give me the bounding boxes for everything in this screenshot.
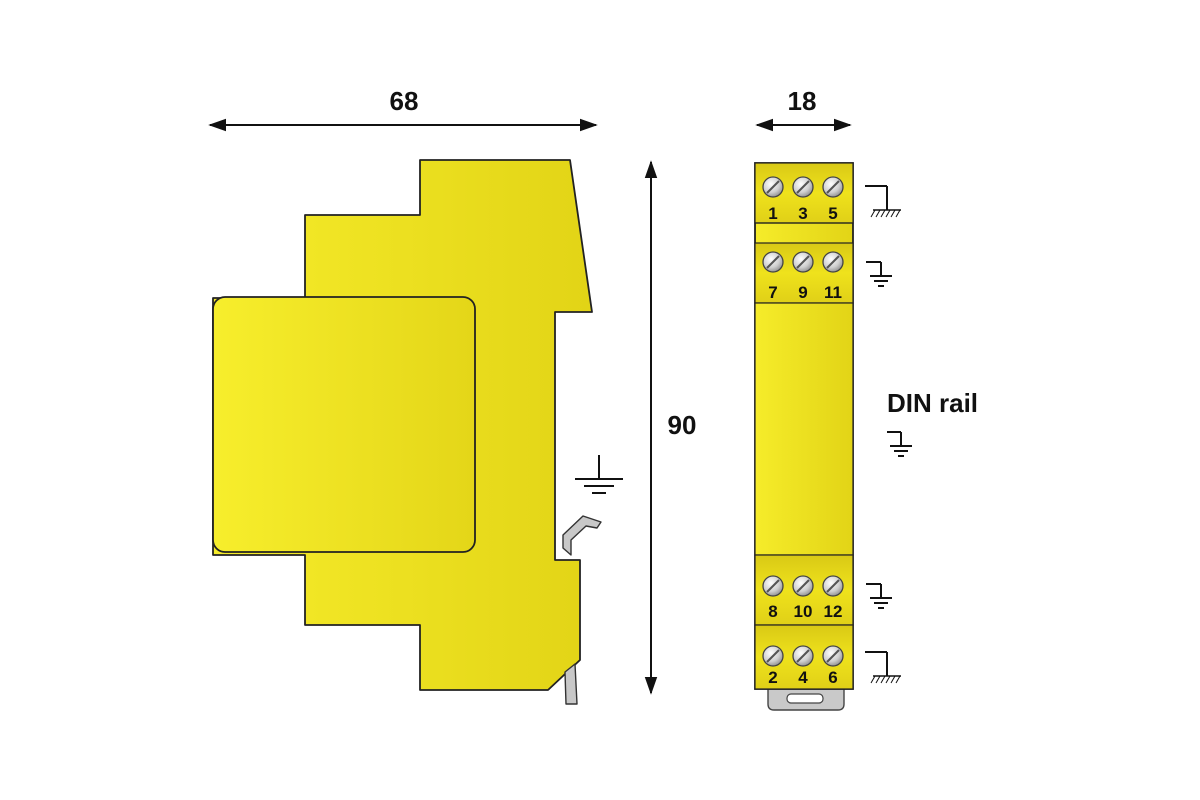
side-view	[212, 159, 624, 705]
dimension-68-label: 68	[390, 86, 419, 116]
dimension-90: 90	[644, 160, 697, 695]
side-front-cover	[212, 296, 476, 553]
ground-icon	[574, 454, 624, 494]
screw-terminal-icon	[792, 176, 814, 198]
terminal-label-3: 3	[798, 204, 807, 223]
screw-terminal-icon	[762, 575, 784, 597]
ground-icon	[869, 261, 893, 287]
dimension-68: 68	[208, 86, 598, 132]
terminal-label-2: 2	[768, 668, 777, 687]
dimension-18-label: 18	[788, 86, 817, 116]
din-rail-clip	[562, 515, 602, 556]
screw-terminals: 1 3 5 7 9 11 8 10 12 2 4 6	[762, 176, 844, 687]
terminal-label-9: 9	[798, 283, 807, 302]
din-rail-latch	[564, 663, 578, 705]
chassis-ground-icon	[864, 651, 902, 684]
terminal-label-10: 10	[794, 602, 813, 621]
din-rail-label: DIN rail	[887, 388, 978, 418]
screw-terminal-icon	[762, 251, 784, 273]
screw-terminal-icon	[822, 575, 844, 597]
screw-terminal-icon	[762, 645, 784, 667]
terminal-label-4: 4	[798, 668, 808, 687]
front-view: 1 3 5 7 9 11 8 10 12 2 4 6	[754, 162, 854, 711]
screw-terminal-icon	[792, 251, 814, 273]
screw-terminal-icon	[762, 176, 784, 198]
terminal-label-11: 11	[824, 283, 842, 302]
terminal-label-6: 6	[828, 668, 837, 687]
din-rail-slot	[786, 693, 824, 704]
screw-terminal-icon	[792, 575, 814, 597]
terminal-label-5: 5	[828, 204, 837, 223]
chassis-ground-icon	[864, 185, 902, 218]
screw-terminal-icon	[822, 251, 844, 273]
dimension-18: 18	[755, 86, 852, 132]
terminal-label-8: 8	[768, 602, 777, 621]
screw-terminal-icon	[822, 645, 844, 667]
screw-terminal-icon	[822, 176, 844, 198]
ground-icon	[889, 431, 913, 457]
terminal-label-12: 12	[824, 602, 843, 621]
ground-icon	[869, 583, 893, 609]
terminal-label-1: 1	[768, 204, 777, 223]
screw-terminal-icon	[792, 645, 814, 667]
dimension-90-label: 90	[668, 410, 697, 440]
center-panel	[754, 302, 854, 556]
terminal-label-7: 7	[768, 283, 777, 302]
